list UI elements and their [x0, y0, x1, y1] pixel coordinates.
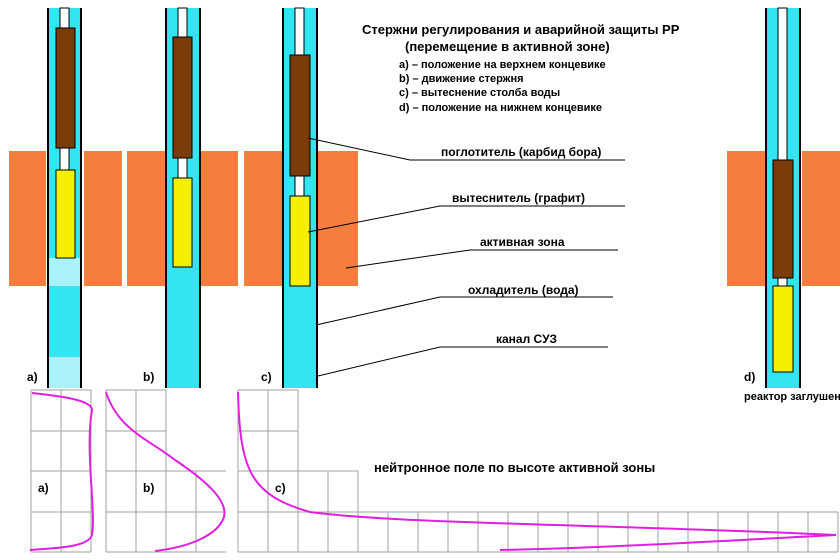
- flux-curves: [29, 391, 837, 552]
- leader-displacer: [307, 205, 625, 233]
- callout-coolant: охладитель (вода): [468, 283, 579, 297]
- graph-label-b: b): [143, 481, 154, 495]
- neutron-field-label: нейтронное поле по высоте активной зоны: [374, 460, 655, 475]
- callout-absorber: поглотитель (карбид бора): [441, 145, 601, 159]
- channel-d: [765, 7, 801, 388]
- rod-gap: [177, 7, 188, 38]
- core-block: [802, 151, 840, 286]
- core-blocks: [9, 151, 840, 286]
- flux-curve-a: [29, 392, 94, 551]
- rod-gap: [777, 277, 788, 287]
- core-block: [201, 151, 238, 286]
- legend-item-b: b) – движение стержня: [399, 73, 524, 85]
- rod-gap: [777, 7, 788, 161]
- absorber: [772, 159, 794, 279]
- legend-item-c: c) – вытеснение столба воды: [399, 87, 560, 99]
- channel-label-c: c): [261, 370, 272, 384]
- callout-displacer: вытеснитель (графит): [452, 191, 585, 205]
- core-block: [84, 151, 122, 286]
- graph-label-c: c): [275, 481, 286, 495]
- leader-absorber: [307, 137, 625, 161]
- graph-c-grid: [237, 389, 839, 553]
- channel-a: [47, 7, 82, 388]
- channel-label-b: b): [143, 370, 154, 384]
- rod-gap: [59, 147, 70, 171]
- absorber: [172, 36, 193, 159]
- channel-label-a: a): [27, 370, 38, 384]
- rod-gap: [59, 7, 70, 29]
- displacer: [172, 177, 193, 268]
- displacer: [55, 169, 76, 259]
- channel-b: [165, 7, 201, 388]
- callout-core: активная зона: [480, 235, 565, 249]
- legend-item-d: d) – положение на нижнем концевике: [399, 102, 602, 114]
- leader-channel: [317, 346, 608, 377]
- water-light-zone: [49, 357, 80, 388]
- channel-label-d: d): [744, 370, 755, 384]
- legend-item-a: a) – положение на верхнем концевике: [399, 59, 606, 71]
- core-block: [9, 151, 46, 286]
- core-block: [318, 151, 358, 286]
- rod-gap: [177, 157, 188, 179]
- callout-channel: канал СУЗ: [496, 332, 557, 346]
- rod-gap: [294, 175, 305, 197]
- absorber: [55, 27, 76, 149]
- leader-lines: [307, 137, 625, 377]
- rod-gap: [294, 7, 305, 56]
- core-block: [127, 151, 165, 286]
- channel-c: [282, 7, 318, 388]
- graph-a-grid: [30, 389, 92, 553]
- leader-coolant: [315, 296, 613, 326]
- core-block: [727, 151, 765, 286]
- graph-label-a: a): [38, 481, 49, 495]
- flux-curve-c: [237, 391, 837, 551]
- leader-core: [345, 249, 618, 269]
- shutdown-caption: реактор заглушен: [744, 391, 840, 403]
- flux-curve-b: [105, 391, 226, 552]
- core-block: [244, 151, 282, 286]
- graph-b-grid: [105, 389, 226, 553]
- title-line-1: Стержни регулирования и аварийной защиты…: [362, 22, 680, 37]
- displacer: [289, 195, 311, 287]
- absorber: [289, 54, 311, 177]
- displacer: [772, 285, 794, 373]
- title-line-2: (перемещение в активной зоне): [405, 39, 610, 54]
- water-light-zone: [49, 258, 80, 286]
